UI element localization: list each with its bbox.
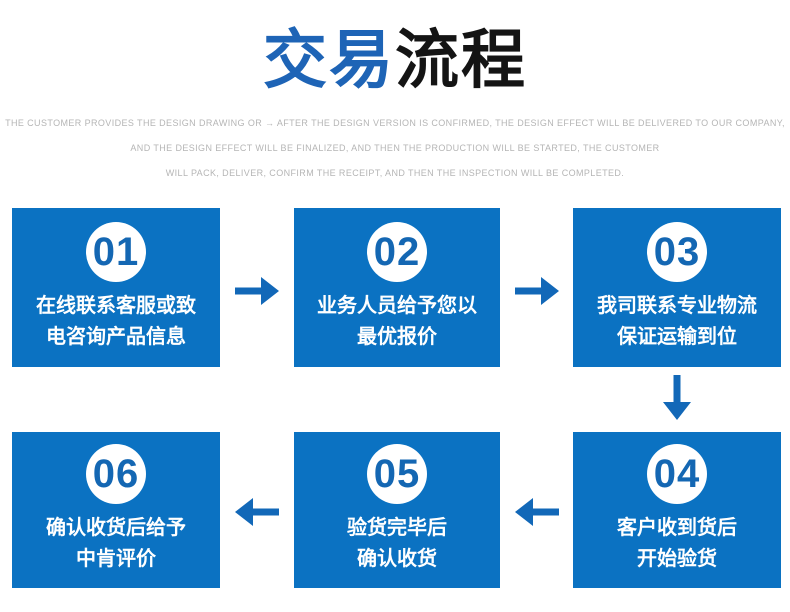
step-description: 确认收货后给予 中肯评价 — [46, 513, 186, 575]
step-number-badge: 02 — [367, 222, 427, 282]
step-number: 02 — [373, 230, 421, 274]
arrow-right-icon — [500, 268, 573, 314]
step-number: 04 — [653, 452, 701, 496]
arrow-left-icon — [500, 489, 573, 535]
step-text-line-2: 电咨询产品信息 — [46, 326, 186, 348]
step-number: 05 — [373, 452, 421, 496]
step-description: 在线联系客服或致 电咨询产品信息 — [36, 291, 196, 353]
step-text-line-2: 保证运输到位 — [617, 326, 737, 348]
step-box-03: 03 我司联系专业物流 保证运输到位 — [573, 208, 781, 367]
step-text-line-1: 业务人员给予您以 — [317, 295, 477, 317]
step-text-line-1: 客户收到货后 — [617, 517, 737, 539]
step-description: 业务人员给予您以 最优报价 — [317, 291, 477, 353]
step-text-line-1: 确认收货后给予 — [46, 517, 186, 539]
page-title: 交易流程 — [0, 20, 790, 100]
step-text-line-1: 我司联系专业物流 — [597, 295, 757, 317]
step-number-badge: 03 — [647, 222, 707, 282]
step-text-line-1: 验货完毕后 — [347, 517, 447, 539]
page-title-part-black: 流程 — [395, 24, 527, 96]
step-number-badge: 04 — [647, 444, 707, 504]
subtitle-line-3: WILL PACK, DELIVER, CONFIRM THE RECEIPT,… — [165, 168, 625, 178]
step-number-badge: 06 — [86, 444, 146, 504]
step-text-line-2: 中肯评价 — [76, 548, 156, 570]
arrow-down-icon — [640, 373, 714, 423]
step-box-05: 05 验货完毕后 确认收货 — [294, 432, 500, 588]
step-description: 我司联系专业物流 保证运输到位 — [597, 291, 757, 353]
step-description: 验货完毕后 确认收货 — [347, 513, 447, 575]
step-number: 03 — [653, 230, 701, 274]
arrow-left-icon — [220, 489, 294, 535]
subtitle: THE CUSTOMER PROVIDES THE DESIGN DRAWING… — [0, 111, 790, 186]
step-text-line-1: 在线联系客服或致 — [36, 295, 196, 317]
step-box-04: 04 客户收到货后 开始验货 — [573, 432, 781, 588]
subtitle-line-2: AND THE DESIGN EFFECT WILL BE FINALIZED,… — [130, 143, 660, 153]
page-title-part-blue: 交易 — [263, 24, 395, 96]
step-number: 01 — [92, 230, 140, 274]
step-description: 客户收到货后 开始验货 — [617, 513, 737, 575]
step-text-line-2: 最优报价 — [357, 326, 437, 348]
step-box-01: 01 在线联系客服或致 电咨询产品信息 — [12, 208, 220, 367]
step-number-badge: 05 — [367, 444, 427, 504]
arrow-right-icon — [220, 268, 294, 314]
step-text-line-2: 开始验货 — [637, 548, 717, 570]
step-box-06: 06 确认收货后给予 中肯评价 — [12, 432, 220, 588]
step-text-line-2: 确认收货 — [357, 548, 437, 570]
step-box-02: 02 业务人员给予您以 最优报价 — [294, 208, 500, 367]
step-number: 06 — [92, 452, 140, 496]
step-number-badge: 01 — [86, 222, 146, 282]
subtitle-line-1: THE CUSTOMER PROVIDES THE DESIGN DRAWING… — [5, 118, 785, 128]
